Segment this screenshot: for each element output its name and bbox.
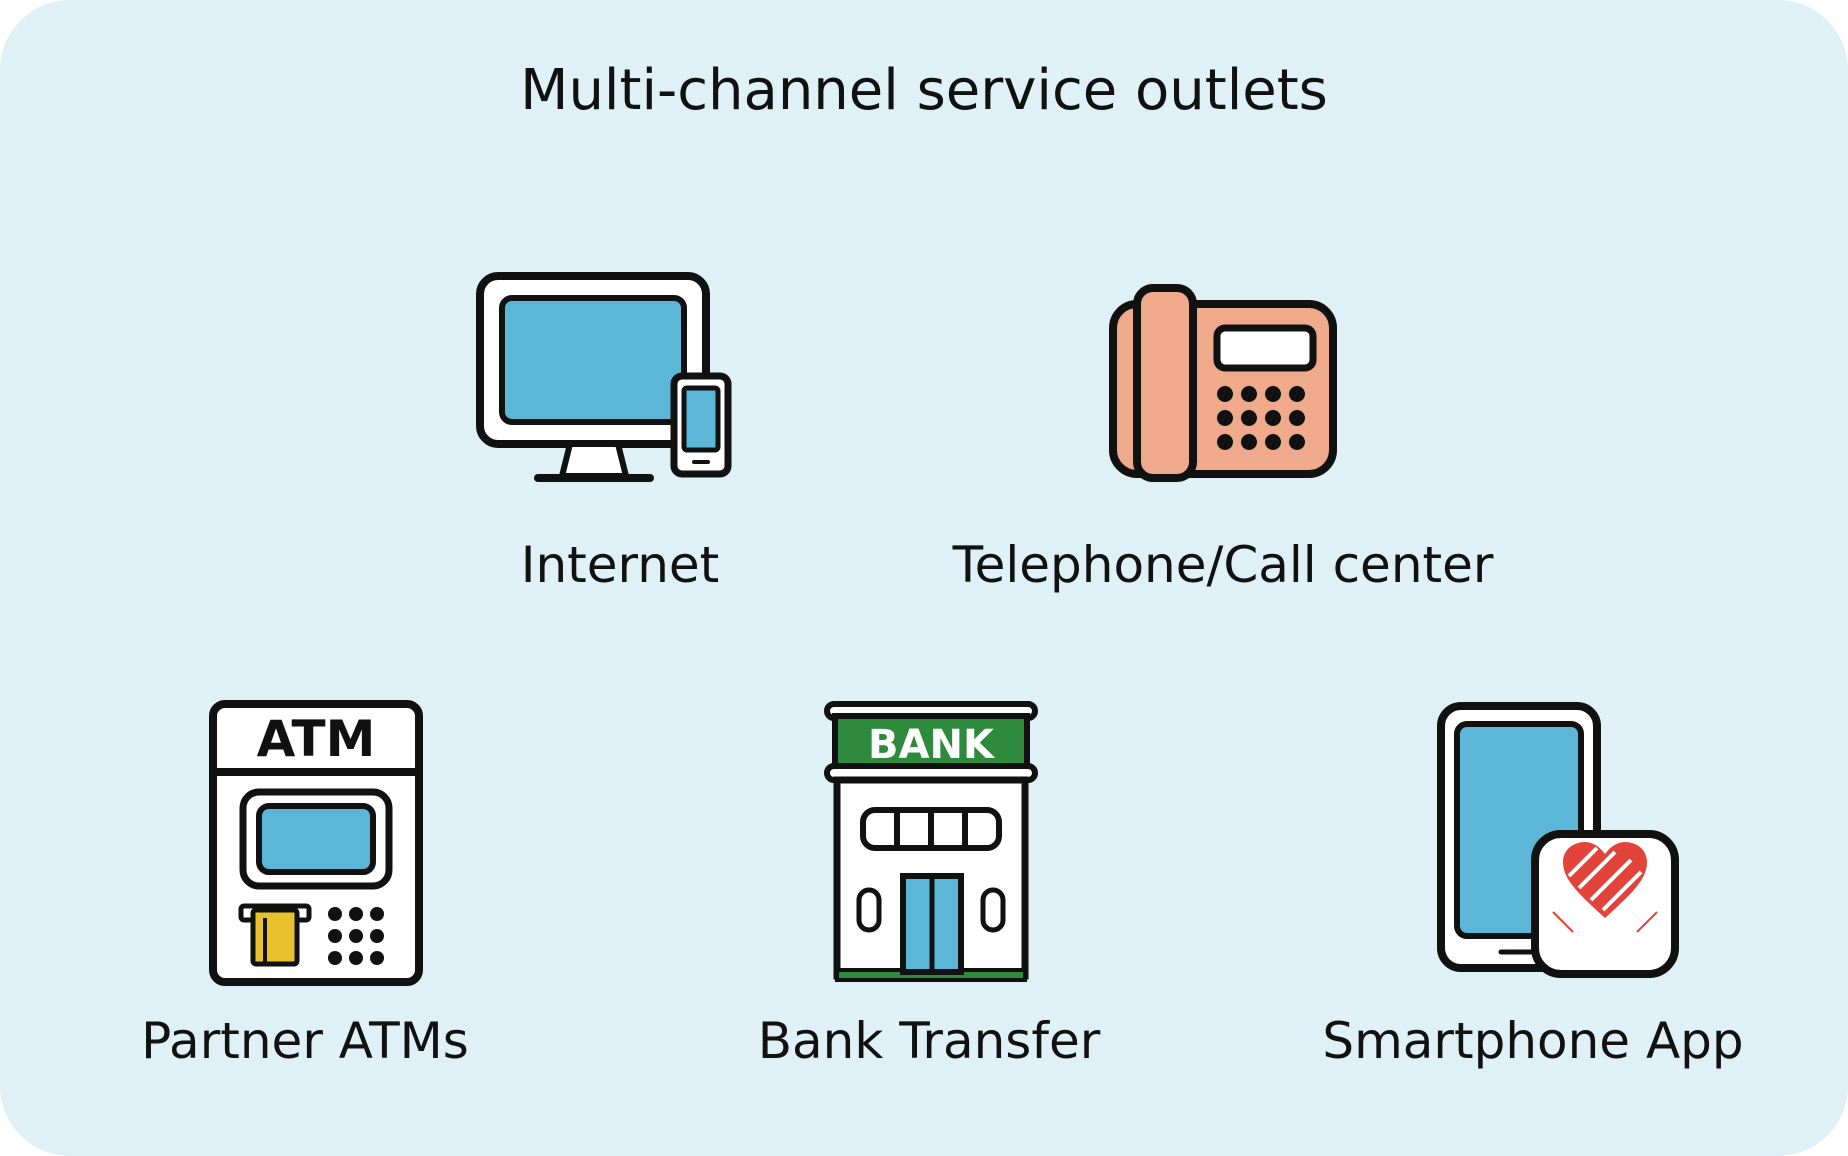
bank-sign-text: BANK (868, 722, 996, 768)
atm-icon: ATM (209, 700, 423, 986)
atm-keypad (328, 907, 384, 965)
channel-internet: Internet (320, 268, 920, 594)
bank-building-icon: BANK (824, 701, 1038, 982)
atm-sign-text: ATM (257, 710, 376, 768)
telephone-icon (1109, 284, 1337, 482)
page-title: Multi-channel service outlets (520, 58, 1328, 123)
channel-label-partner-atms: Partner ATMs (141, 1012, 469, 1070)
channel-smartphone-app: Smartphone App (1233, 700, 1833, 1070)
app-logo (1552, 842, 1658, 933)
channel-bank-transfer: BANK Bank Transfer (629, 700, 1229, 1070)
channel-label-internet: Internet (520, 536, 720, 594)
channel-label-smartphone-app: Smartphone App (1322, 1012, 1744, 1070)
smartphone-app-icon (1437, 702, 1679, 978)
channel-label-telephone: Telephone/Call center (952, 536, 1494, 594)
computer-smartphone-icon (476, 272, 732, 482)
channel-label-bank-transfer: Bank Transfer (757, 1012, 1101, 1070)
channel-partner-atms: ATM Partner ATMs (5, 700, 605, 1070)
keypad (1217, 386, 1305, 450)
channel-telephone: Telephone/Call center (923, 268, 1523, 594)
